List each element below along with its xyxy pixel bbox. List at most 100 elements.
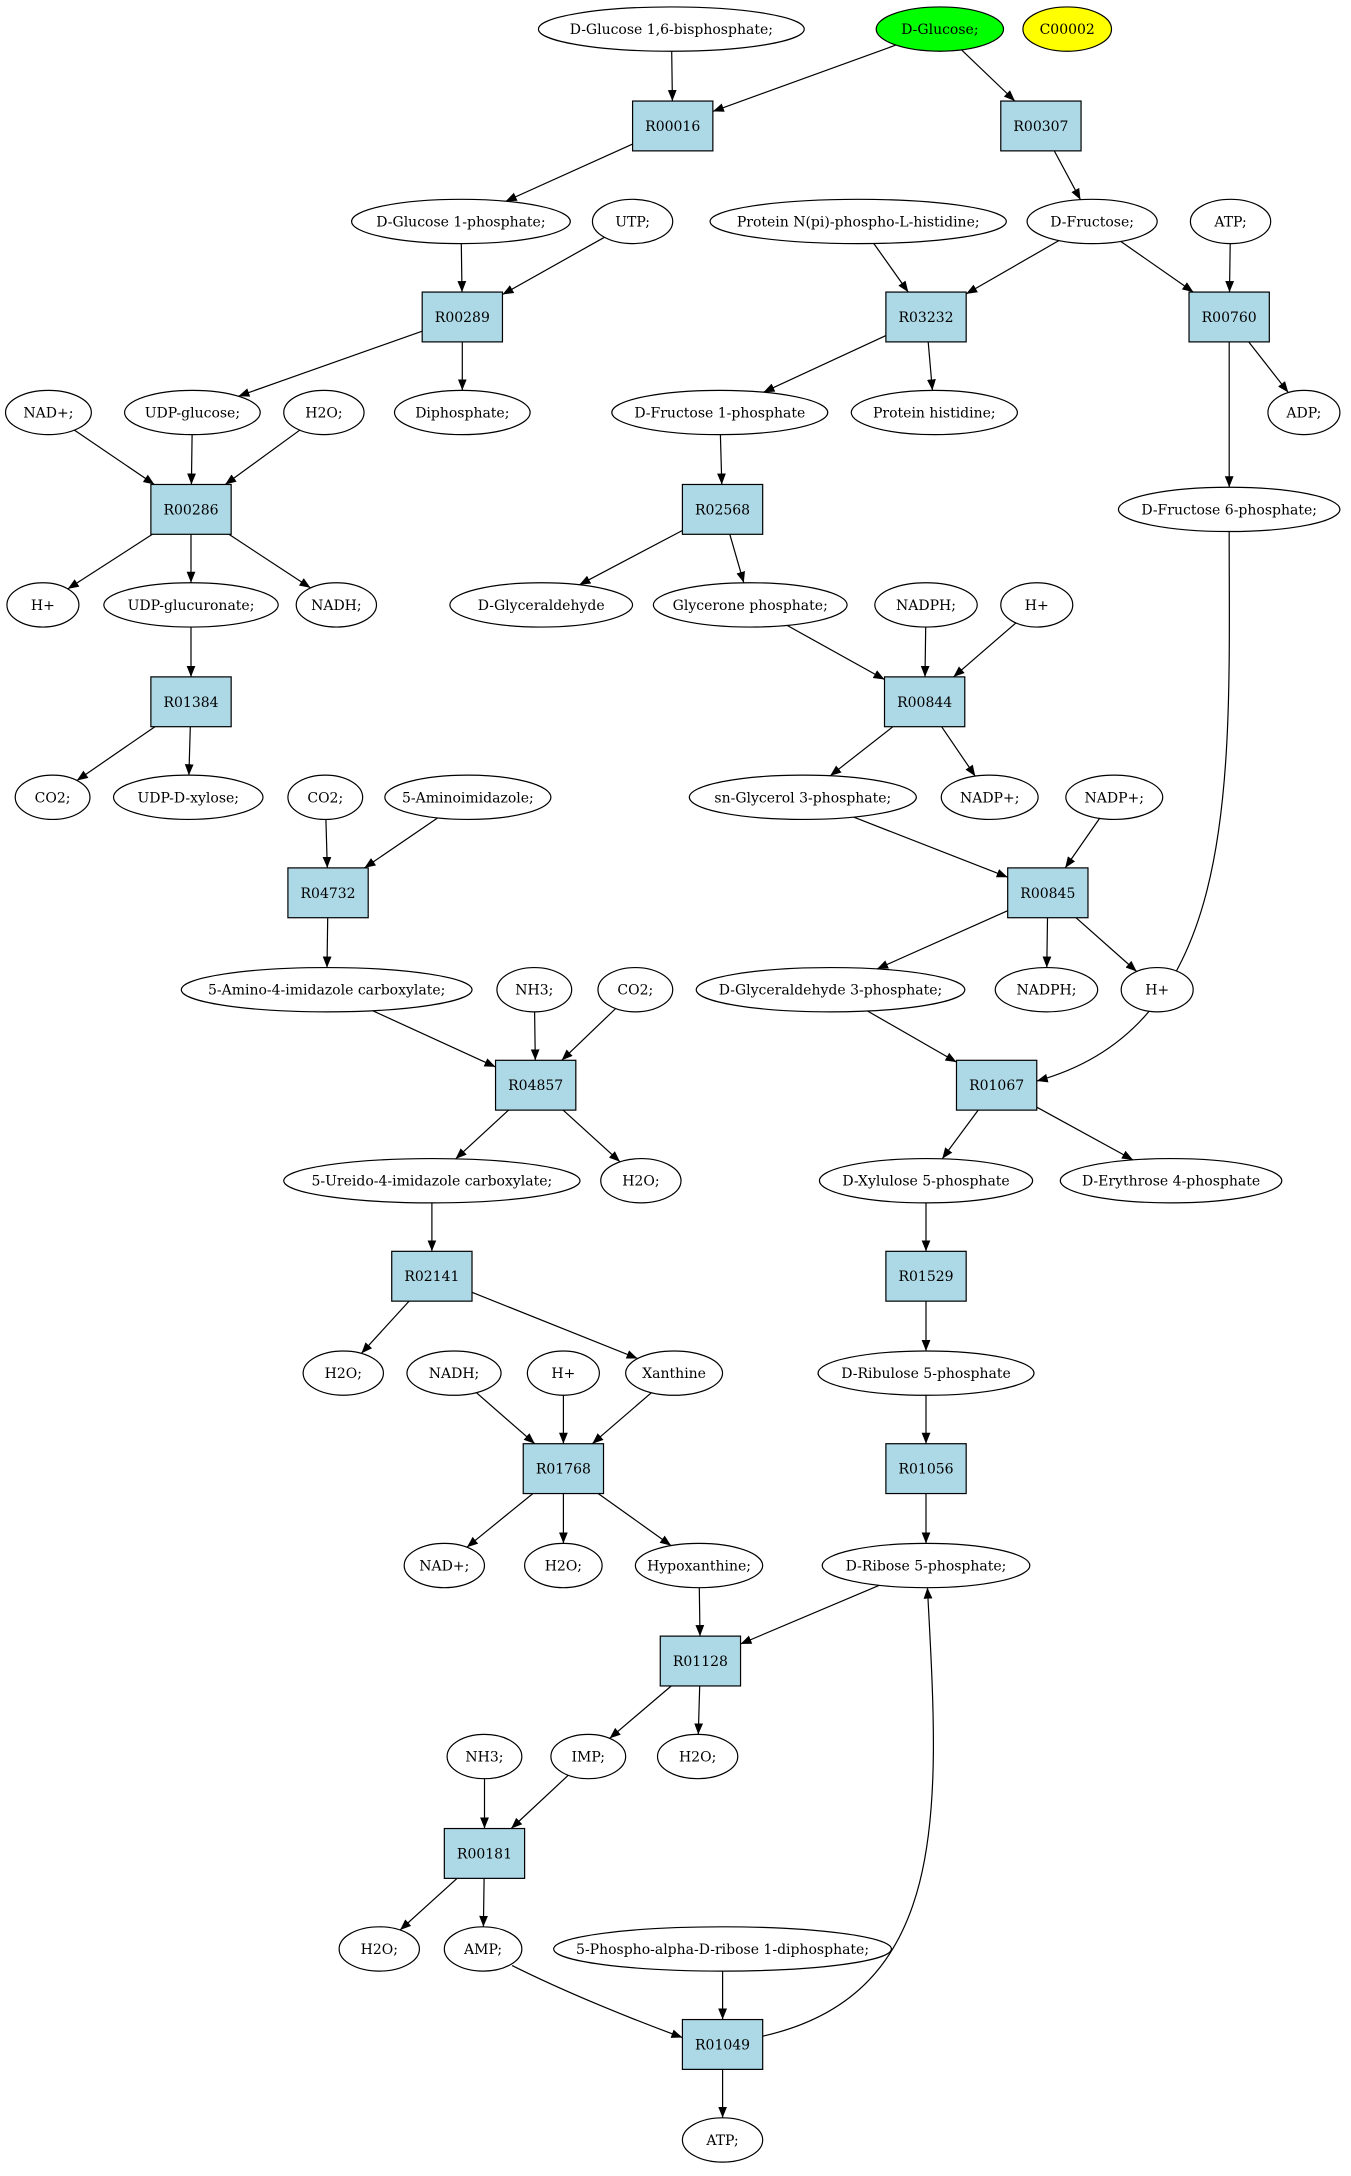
- compound-node-h2o2[interactable]: H2O;: [600, 1157, 682, 1204]
- compound-node-atp1[interactable]: ATP;: [1189, 198, 1272, 245]
- compound-ellipse: [817, 1350, 1035, 1396]
- edge-R00845-to-gap: [876, 910, 1008, 970]
- compound-node-utp[interactable]: UTP;: [591, 198, 674, 245]
- compound-node-nadpp1[interactable]: NADP+;: [940, 774, 1039, 821]
- reaction-node-R00760[interactable]: R00760: [1188, 291, 1270, 343]
- compound-node-adp[interactable]: ADP;: [1267, 389, 1341, 436]
- compound-node-h2o1[interactable]: H2O;: [283, 389, 365, 436]
- compound-node-hplus3[interactable]: H+: [1120, 966, 1194, 1013]
- node-label: sn-Glycerol 3-phosphate;: [714, 790, 891, 806]
- compound-node-glyald[interactable]: D-Glyceraldehyde: [449, 582, 634, 628]
- compound-node-h2o6[interactable]: H2O;: [338, 1926, 421, 1972]
- compound-node-hplus1[interactable]: H+: [6, 582, 80, 628]
- reaction-node-R02141[interactable]: R02141: [391, 1250, 473, 1302]
- compound-ellipse: [403, 1542, 486, 1589]
- compound-node-x5p[interactable]: D-Xylulose 5-phosphate: [818, 1157, 1034, 1204]
- compound-node-udpxyl[interactable]: UDP-D-xylose;: [112, 774, 264, 821]
- compound-node-co2c[interactable]: CO2;: [597, 966, 674, 1013]
- compound-node-protnp[interactable]: Protein N(pi)-phospho-L-histidine;: [709, 198, 1007, 245]
- compound-node-fru[interactable]: D-Fructose;: [1026, 198, 1158, 245]
- reaction-node-R01067[interactable]: R01067: [955, 1059, 1038, 1111]
- node-label: H+: [1025, 598, 1049, 614]
- compound-node-nh3b[interactable]: NH3;: [446, 1733, 523, 1780]
- compound-node-h2o5[interactable]: H2O;: [656, 1733, 739, 1780]
- reaction-node-R01384[interactable]: R01384: [150, 676, 232, 728]
- compound-node-gap[interactable]: D-Glyceraldehyde 3-phosphate;: [695, 966, 966, 1013]
- compound-node-nadpp2[interactable]: NADP+;: [1065, 774, 1164, 821]
- node-label: D-Glyceraldehyde: [478, 598, 605, 614]
- compound-node-g1p[interactable]: D-Glucose 1-phosphate;: [350, 198, 571, 245]
- compound-node-nadp2[interactable]: NAD+;: [403, 1542, 486, 1589]
- reaction-node-R00181[interactable]: R00181: [443, 1827, 526, 1879]
- compound-node-f1p[interactable]: D-Fructose 1-phosphate: [611, 389, 829, 436]
- compound-node-nh3a[interactable]: NH3;: [496, 966, 573, 1013]
- reaction-node-R01768[interactable]: R01768: [522, 1443, 605, 1495]
- edge-utp-to-R00289: [502, 236, 605, 296]
- node-label: NADH;: [429, 1366, 480, 1382]
- compound-node-ppi[interactable]: Diphosphate;: [393, 389, 531, 436]
- compound-node-uic[interactable]: 5-Ureido-4-imidazole carboxylate;: [283, 1157, 581, 1204]
- reaction-box: [1188, 291, 1270, 343]
- reaction-node-R01128[interactable]: R01128: [659, 1635, 742, 1687]
- node-label: C00002: [1040, 22, 1095, 38]
- reaction-node-R01049[interactable]: R01049: [681, 2018, 764, 2070]
- compound-ellipse: [634, 1542, 764, 1589]
- compound-node-amp[interactable]: AMP;: [443, 1926, 523, 1972]
- compound-node-f6p[interactable]: D-Fructose 6-phosphate;: [1117, 486, 1341, 533]
- reaction-node-R01529[interactable]: R01529: [885, 1250, 967, 1302]
- edge-aimz-to-R04732: [364, 817, 439, 869]
- reaction-box: [1000, 100, 1082, 152]
- reaction-node-R00845[interactable]: R00845: [1007, 867, 1089, 919]
- compound-node-co2a[interactable]: CO2;: [14, 774, 91, 821]
- edge-R04857-to-h2o2: [562, 1109, 621, 1163]
- compound-node-xan[interactable]: Xanthine: [625, 1350, 724, 1396]
- compound-node-nadh1[interactable]: NADH;: [295, 582, 378, 628]
- compound-node-prpp[interactable]: 5-Phospho-alpha-D-ribose 1-diphosphate;: [553, 1926, 893, 1972]
- node-label: Xanthine: [642, 1366, 706, 1382]
- compound-node-imp[interactable]: IMP;: [550, 1733, 627, 1780]
- compound-node-ru5p[interactable]: D-Ribulose 5-phosphate: [817, 1350, 1035, 1396]
- reaction-node-R01056[interactable]: R01056: [885, 1443, 967, 1495]
- compound-node-prothis[interactable]: Protein histidine;: [850, 389, 1018, 436]
- edge-co2b-to-R04732: [322, 819, 332, 868]
- compound-node-glc[interactable]: D-Glucose;: [875, 6, 1005, 52]
- edge-R01384-to-co2a: [76, 726, 156, 781]
- edge-atp1-to-R00760: [1225, 243, 1235, 293]
- reaction-node-R03232[interactable]: R03232: [885, 291, 967, 343]
- compound-node-r5p[interactable]: D-Ribose 5-phosphate;: [821, 1542, 1031, 1589]
- reaction-node-R00286[interactable]: R00286: [150, 483, 232, 535]
- reaction-node-R00844[interactable]: R00844: [883, 676, 966, 728]
- compound-ellipse: [14, 774, 91, 821]
- compound-node-aic[interactable]: 5-Amino-4-imidazole carboxylate;: [180, 966, 473, 1013]
- compound-node-hplus2[interactable]: H+: [1000, 582, 1074, 628]
- compound-node-co2b[interactable]: CO2;: [287, 774, 364, 821]
- compound-ellipse: [526, 1350, 600, 1396]
- compound-node-h2o4[interactable]: H2O;: [524, 1542, 603, 1589]
- reaction-node-R04732[interactable]: R04732: [287, 867, 369, 919]
- compound-node-g3p[interactable]: sn-Glycerol 3-phosphate;: [688, 774, 917, 821]
- compound-node-nadh2[interactable]: NADH;: [406, 1350, 502, 1396]
- compound-node-hplus4[interactable]: H+: [526, 1350, 600, 1396]
- reaction-node-R00289[interactable]: R00289: [421, 291, 504, 343]
- compound-node-aimz[interactable]: 5-Aminoimidazole;: [384, 774, 552, 821]
- compound-node-h2o3[interactable]: H2O;: [302, 1350, 385, 1396]
- compound-node-e4p[interactable]: D-Erythrose 4-phosphate: [1059, 1157, 1283, 1204]
- compound-node-c00002[interactable]: C00002: [1022, 6, 1113, 52]
- compound-node-nadph2[interactable]: NADPH;: [994, 966, 1099, 1013]
- compound-node-udpglc[interactable]: UDP-glucose;: [123, 389, 261, 436]
- node-label: R00307: [1013, 119, 1068, 135]
- compound-node-g16bp[interactable]: D-Glucose 1,6-bisphosphate;: [537, 6, 805, 52]
- compound-ellipse: [591, 198, 674, 245]
- compound-node-udpglcA[interactable]: UDP-glucuronate;: [103, 582, 279, 628]
- compound-node-dhap[interactable]: Glycerone phosphate;: [652, 582, 848, 628]
- node-label: H+: [31, 598, 55, 614]
- compound-node-nadph1[interactable]: NADPH;: [874, 582, 978, 628]
- compound-node-nadp1[interactable]: NAD+;: [4, 389, 92, 436]
- reaction-node-R00307[interactable]: R00307: [1000, 100, 1082, 152]
- compound-node-hyp[interactable]: Hypoxanthine;: [634, 1542, 764, 1589]
- reaction-node-R00016[interactable]: R00016: [631, 100, 714, 152]
- node-label: D-Ribulose 5-phosphate: [841, 1366, 1011, 1382]
- compound-node-atp2[interactable]: ATP;: [681, 2117, 764, 2163]
- reaction-node-R04857[interactable]: R04857: [494, 1059, 577, 1111]
- reaction-node-R02568[interactable]: R02568: [681, 483, 764, 535]
